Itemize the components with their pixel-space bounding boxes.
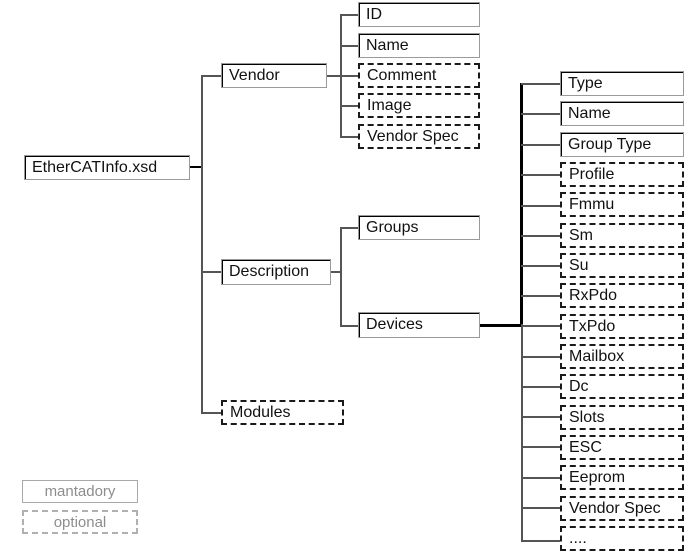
connector-to-group-type [521,144,561,146]
node-root[interactable]: EtherCATInfo.xsd [24,155,190,180]
node-dev-eeprom-label: Eeprom [569,468,626,486]
node-dev-esc-label: ESC [569,438,602,456]
connector-to-su [521,265,561,267]
connector-to-id [340,14,359,16]
node-dev-su-label: Su [569,256,589,274]
connector-devices-out [480,324,523,327]
node-dev-esc[interactable]: ESC [560,435,684,460]
connector-to-dev-vendor-spec [521,507,561,509]
node-description-label: Description [229,263,310,280]
connector-vendor-out [327,75,341,77]
node-dev-dc-label: Dc [569,377,589,395]
connector-to-eeprom [521,477,561,479]
connector-to-esc [521,446,561,448]
legend-mandatory: mantadory [22,480,138,503]
node-vendor-id-label: ID [366,5,382,23]
node-dev-profile-label: Profile [569,165,615,183]
node-vendor-id[interactable]: ID [358,2,480,27]
node-vendor-comment-label: Comment [367,66,437,84]
connector-to-groups [340,227,359,229]
node-dev-eeprom[interactable]: Eeprom [560,465,684,490]
connector-to-description [201,271,222,273]
node-dev-type[interactable]: Type [560,71,684,96]
legend-optional-label: optional [53,513,107,531]
node-vendor-spec[interactable]: Vendor Spec [358,124,480,149]
node-vendor-image-label: Image [367,96,412,114]
node-dev-rxpdo[interactable]: RxPdo [560,283,684,308]
node-groups[interactable]: Groups [358,215,480,240]
connector-devices-trunk-upper [520,83,523,326]
connector-to-dev-name [521,113,561,115]
node-dev-txpdo[interactable]: TxPdo [560,314,684,339]
connector-to-profile [521,174,561,176]
connector-description-out [330,271,342,273]
node-dev-sm-label: Sm [569,226,593,244]
node-vendor-label: Vendor [229,66,280,84]
node-dev-dc[interactable]: Dc [560,374,684,399]
legend-mandatory-label: mantadory [44,483,116,500]
connector-to-fmmu [521,205,561,207]
node-dev-profile[interactable]: Profile [560,162,684,187]
legend-optional: optional [22,510,138,534]
connector-to-sm [521,235,561,237]
connector-to-ellipsis [521,540,561,542]
node-dev-name-label: Name [568,104,611,122]
node-dev-mailbox[interactable]: Mailbox [560,344,684,369]
connector-to-rxpdo [521,295,561,297]
node-dev-ellipsis-label: .... [569,529,587,547]
node-dev-name[interactable]: Name [560,101,684,126]
connector-to-txpdo [521,325,561,327]
node-dev-vendor-spec-label: Vendor Spec [569,499,661,517]
node-dev-slots-label: Slots [569,408,605,426]
connector-to-type [521,83,561,85]
connector-description-trunk [340,227,342,326]
connector-to-vendor [201,75,222,77]
node-description[interactable]: Description [221,259,331,285]
connector-to-vendor-spec [340,136,359,138]
connector-to-modules [201,412,222,414]
connector-to-devices [340,325,359,327]
node-dev-group-type[interactable]: Group Type [560,132,684,157]
connector-level1-trunk [201,75,203,413]
node-devices-label: Devices [366,316,423,333]
connector-to-dc [521,386,561,388]
node-dev-type-label: Type [568,74,603,92]
connector-to-mailbox [521,356,561,358]
node-vendor-name[interactable]: Name [358,33,480,58]
node-groups-label: Groups [366,218,419,236]
node-vendor-comment[interactable]: Comment [358,63,480,88]
connector-to-name [340,45,359,47]
connector-to-image [340,105,359,107]
node-vendor[interactable]: Vendor [221,63,327,88]
connector-devices-trunk-lower [521,324,523,542]
node-dev-group-type-label: Group Type [568,135,652,153]
node-dev-sm[interactable]: Sm [560,223,684,248]
connector-to-comment [340,75,359,77]
node-dev-rxpdo-label: RxPdo [569,286,618,304]
node-devices[interactable]: Devices [358,312,480,338]
node-vendor-image[interactable]: Image [358,93,480,118]
node-dev-su[interactable]: Su [560,253,684,278]
connector-to-slots [521,416,561,418]
node-dev-ellipsis[interactable]: .... [560,526,684,551]
node-dev-fmmu-label: Fmmu [569,195,615,213]
node-dev-fmmu[interactable]: Fmmu [560,192,684,217]
node-vendor-name-label: Name [366,36,409,54]
node-root-label: EtherCATInfo.xsd [32,158,158,176]
node-dev-vendor-spec[interactable]: Vendor Spec [560,496,684,521]
node-dev-slots[interactable]: Slots [560,405,684,430]
node-modules-label: Modules [230,403,291,421]
node-dev-mailbox-label: Mailbox [569,347,625,365]
node-modules[interactable]: Modules [221,400,344,425]
connector-root-out [190,166,203,168]
node-vendor-spec-label: Vendor Spec [367,127,459,145]
node-dev-txpdo-label: TxPdo [569,317,616,335]
